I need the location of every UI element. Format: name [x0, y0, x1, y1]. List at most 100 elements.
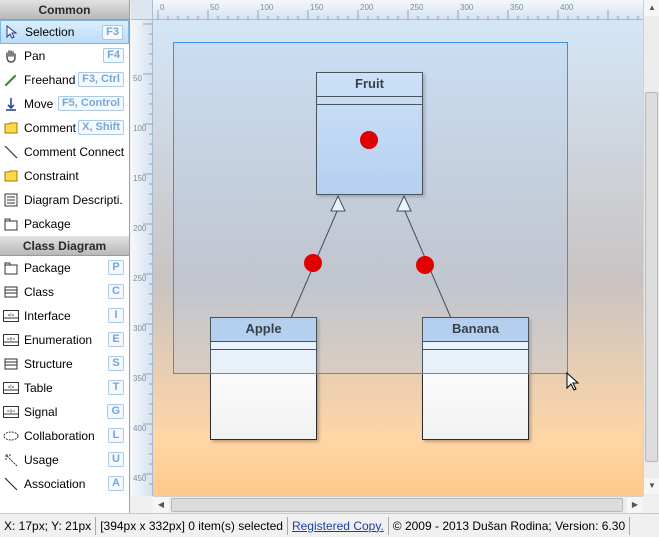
mouse-cursor-icon	[566, 372, 580, 391]
svg-text:«s»: «s»	[7, 409, 15, 415]
tool-package-common[interactable]: Package	[0, 212, 129, 236]
ruler-label: 400	[560, 3, 574, 12]
tool-label: Comment Connect...	[24, 145, 124, 159]
comment-icon	[3, 120, 19, 136]
enumeration-icon: «e»	[3, 332, 19, 348]
svg-text:«t»: «t»	[8, 385, 15, 391]
association-icon	[3, 476, 19, 492]
tool-label: Freehand	[24, 73, 76, 87]
toolbox-group-common[interactable]: Common	[0, 0, 129, 20]
svg-text:«e»: «e»	[7, 337, 16, 343]
tool-label: Table	[24, 381, 53, 395]
shortcut-badge: F3, Ctrl	[78, 72, 124, 87]
pencil-icon	[3, 72, 19, 88]
vertical-ruler: 50 100 150 200 250 300 350 400 450	[131, 20, 153, 496]
interface-icon: «i»	[3, 308, 19, 324]
scroll-right-button[interactable]: ▶	[627, 497, 643, 513]
tool-move[interactable]: Move F5, Control	[0, 92, 129, 116]
copyright-info: © 2009 - 2013 Dušan Rodina; Version: 6.3…	[389, 516, 631, 535]
ruler-label: 100	[133, 124, 147, 133]
class-name[interactable]: Fruit	[317, 73, 422, 97]
tool-table[interactable]: «t» Table T	[0, 376, 129, 400]
horizontal-scrollbar[interactable]: ◀ ▶	[153, 496, 643, 513]
tool-association[interactable]: Association A	[0, 472, 129, 496]
scroll-down-button[interactable]: ▼	[644, 478, 659, 494]
scroll-thumb[interactable]	[171, 498, 623, 512]
shortcut-badge: U	[108, 452, 124, 467]
registered-copy-link[interactable]: Registered Copy.	[291, 518, 384, 533]
tool-enumeration[interactable]: «e» Enumeration E	[0, 328, 129, 352]
usage-icon	[3, 452, 19, 468]
ruler-corner	[131, 0, 153, 20]
tool-structure[interactable]: Structure S	[0, 352, 129, 376]
tool-label: Package	[24, 217, 71, 231]
horizontal-ruler: 0 50 100 150 200 250 300 350 400	[153, 0, 643, 20]
tool-constraint[interactable]: Constraint	[0, 164, 129, 188]
connector-icon	[3, 144, 19, 160]
tool-pan[interactable]: Pan F4	[0, 44, 129, 68]
scroll-thumb[interactable]	[645, 92, 658, 462]
tool-label: Class	[24, 285, 55, 299]
tool-collaboration[interactable]: Collaboration L	[0, 424, 129, 448]
scroll-left-button[interactable]: ◀	[153, 497, 169, 513]
arrow-cursor-icon	[4, 24, 20, 40]
tool-label: Association	[24, 477, 86, 491]
svg-text:«i»: «i»	[8, 313, 15, 319]
ruler-label: 100	[260, 3, 274, 12]
tool-label: Pan	[24, 49, 46, 63]
class-icon	[3, 284, 19, 300]
ruler-ticks	[143, 23, 153, 485]
shortcut-badge: X, Shift	[78, 120, 124, 135]
shortcut-badge: F4	[103, 48, 124, 63]
constraint-icon	[3, 168, 19, 184]
tool-freehand[interactable]: Freehand F3, Ctrl	[0, 68, 129, 92]
class-apple[interactable]: Apple	[210, 317, 317, 440]
tool-package[interactable]: Package P	[0, 256, 129, 280]
shortcut-badge: C	[108, 284, 124, 299]
vertical-scrollbar[interactable]: ▲ ▼	[643, 0, 659, 496]
tool-label: Collaboration	[24, 429, 95, 443]
table-icon: «t»	[3, 380, 19, 396]
ruler-label: 150	[310, 3, 324, 12]
selection-rectangle	[173, 42, 568, 374]
signal-icon: «s»	[3, 404, 19, 420]
collaboration-icon	[3, 428, 19, 444]
class-name[interactable]: Apple	[211, 318, 316, 342]
shortcut-badge: F3	[102, 25, 123, 40]
tool-class[interactable]: Class C	[0, 280, 129, 304]
tool-label: Diagram Descripti...	[24, 193, 124, 207]
ruler-label: 450	[133, 474, 147, 483]
tool-comment[interactable]: Comment X, Shift	[0, 116, 129, 140]
attributes-compartment	[317, 97, 422, 105]
tool-label: Enumeration	[24, 333, 93, 347]
toolbox-panel: Common Selection F3 Pan F4 Freehand F3, …	[0, 0, 130, 513]
tool-diagram-description[interactable]: Diagram Descripti...	[0, 188, 129, 212]
ruler-label: 350	[133, 374, 147, 383]
shortcut-badge: A	[108, 476, 124, 491]
tool-comment-connector[interactable]: Comment Connect...	[0, 140, 129, 164]
ruler-label: 300	[133, 324, 147, 333]
diagram-surface[interactable]: Fruit Apple Banana	[153, 20, 643, 496]
shortcut-badge: S	[108, 356, 124, 371]
tool-signal[interactable]: «s» Signal G	[0, 400, 129, 424]
tool-selection[interactable]: Selection F3	[0, 20, 129, 44]
ruler-label: 200	[133, 224, 147, 233]
structure-icon	[3, 356, 19, 372]
ruler-ticks	[157, 10, 639, 20]
ruler-label: 400	[133, 424, 147, 433]
shortcut-badge: I	[108, 308, 124, 323]
tool-label: Package	[24, 261, 71, 275]
tool-usage[interactable]: Usage U	[0, 448, 129, 472]
tool-label: Structure	[24, 357, 73, 371]
scroll-up-button[interactable]: ▲	[644, 0, 659, 16]
shortcut-badge: T	[108, 380, 124, 395]
shortcut-badge: G	[107, 404, 124, 419]
class-banana[interactable]: Banana	[422, 317, 529, 440]
tool-label: Signal	[24, 405, 58, 419]
toolbox-group-class-diagram[interactable]: Class Diagram	[0, 236, 129, 256]
class-name[interactable]: Banana	[423, 318, 528, 342]
ruler-label: 250	[133, 274, 147, 283]
tool-interface[interactable]: «i» Interface I	[0, 304, 129, 328]
move-icon	[3, 96, 19, 112]
cursor-position: X: 17px; Y: 21px	[0, 516, 97, 535]
